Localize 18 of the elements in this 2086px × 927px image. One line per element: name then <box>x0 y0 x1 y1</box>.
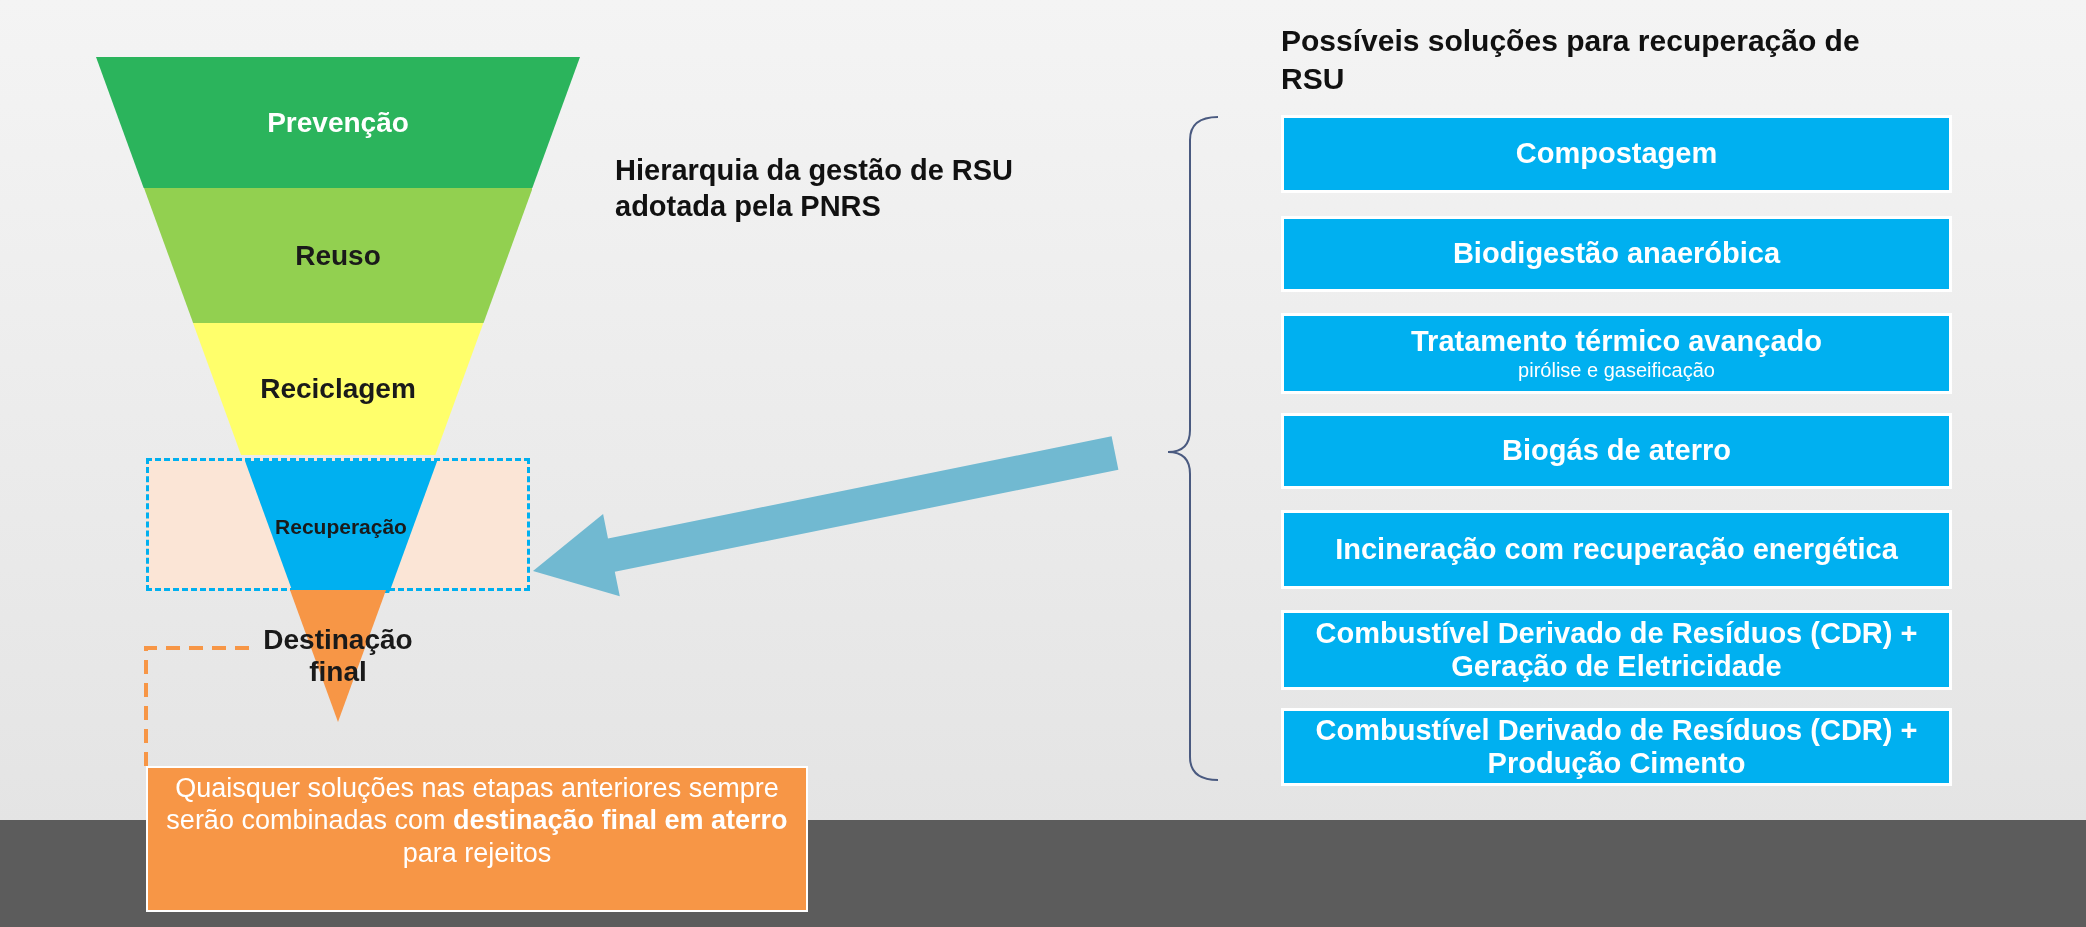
solution-box: Biodigestão anaeróbica <box>1281 216 1952 292</box>
section-heading: Possíveis soluções para recuperação de RSU <box>1281 23 1861 97</box>
pyramid-level: Reciclagem <box>192 323 484 455</box>
solution-box: Compostagem <box>1281 115 1952 193</box>
solution-subtitle: pirólise e gaseificação <box>1518 358 1715 382</box>
solution-box: Incineração com recuperação energética <box>1281 510 1952 589</box>
solution-box: Combustível Derivado de Resíduos (CDR) + Geração de Eletricidade <box>1281 610 1952 690</box>
solution-box: Biogás de aterro <box>1281 413 1952 489</box>
solution-box: Combustível Derivado de Resíduos (CDR) + Produção Cimento <box>1281 708 1952 786</box>
pyramid-level: Reuso <box>143 188 533 323</box>
pyramid-level: Recuperação <box>244 461 438 593</box>
arrow <box>533 436 1119 597</box>
heading: Hierarquia da gestão de RSU adotada pela PNRS <box>615 153 1015 225</box>
solution-title: Tratamento térmico avançado <box>1411 325 1822 359</box>
dashed-highlight-box <box>146 458 530 591</box>
note-box: Quaisquer soluções nas etapas anteriores sempre serão combinadas com destinação final em aterro para rejeitos <box>146 766 808 912</box>
solution-box <box>1281 313 1952 394</box>
connector-line <box>144 646 250 766</box>
